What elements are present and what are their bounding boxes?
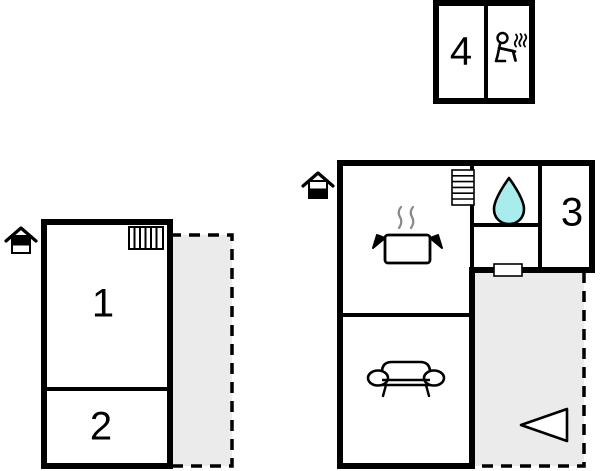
cooking-pot-icon xyxy=(372,205,443,265)
room-label-2: 2 xyxy=(90,405,112,449)
radiator-icon xyxy=(451,169,475,206)
terrace-left-fill xyxy=(170,235,232,466)
room-label-4: 4 xyxy=(450,30,472,74)
sofa-icon xyxy=(366,360,446,398)
room-label-3: 3 xyxy=(561,191,583,235)
room-label-1: 1 xyxy=(92,282,114,326)
left-building: 1 2 xyxy=(4,219,234,469)
right-building: 3 xyxy=(301,160,595,469)
sauna-building: 4 xyxy=(433,0,535,104)
house-entrance-icon xyxy=(301,171,335,199)
terrace-right-dashed-border xyxy=(472,272,586,468)
triangle-left-icon xyxy=(519,407,569,443)
water-drop-icon xyxy=(492,176,526,226)
terrace-left-dashed-border xyxy=(170,233,234,468)
sauna-icon xyxy=(494,31,528,63)
left-building-outline xyxy=(41,219,173,469)
house-entrance-icon xyxy=(4,226,38,254)
window-icon xyxy=(128,226,164,250)
door-icon xyxy=(493,263,523,277)
